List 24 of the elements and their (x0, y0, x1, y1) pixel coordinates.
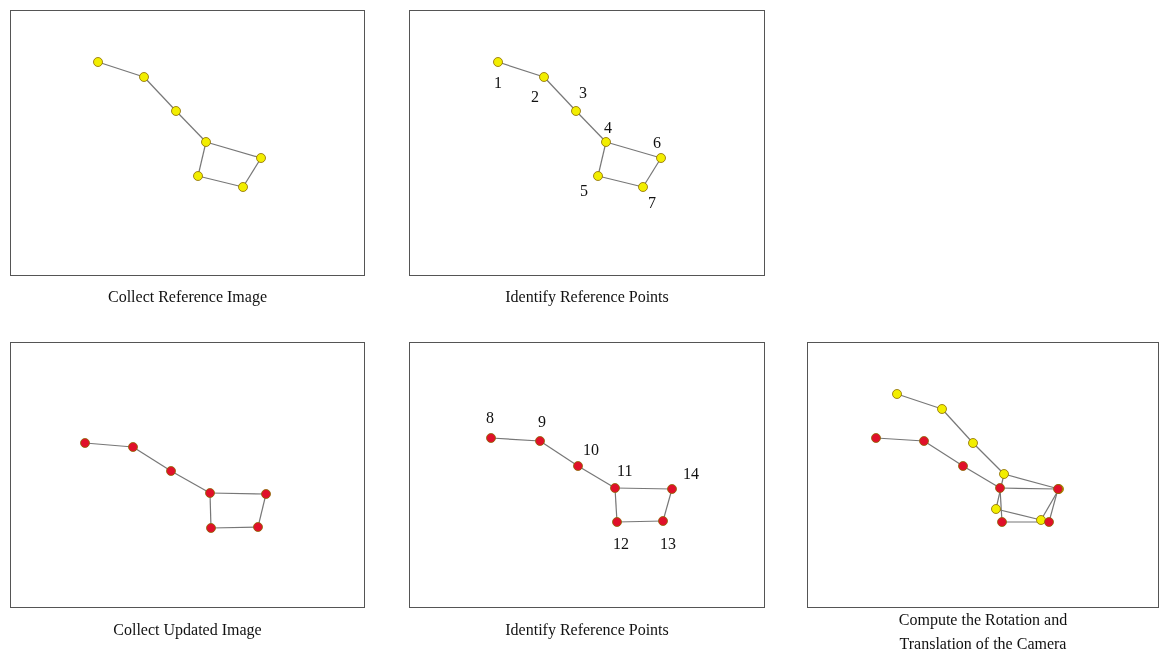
panel-caption: Identify Reference Points (504, 287, 670, 308)
point-number: 8 (486, 410, 494, 426)
image-panel (10, 342, 365, 608)
panel-caption: Collect Reference Image (107, 287, 268, 308)
panel-caption: Identify Reference Points (504, 620, 670, 641)
point-number: 13 (660, 536, 676, 552)
panel-caption: Collect Updated Image (112, 620, 263, 641)
image-panel (807, 342, 1159, 608)
image-panel (409, 10, 765, 276)
point-number: 11 (617, 463, 633, 479)
point-number: 4 (604, 120, 612, 136)
image-panel (409, 342, 765, 608)
point-number: 12 (613, 536, 629, 552)
point-number: 6 (653, 135, 661, 151)
panel-caption: Compute the Rotation and Translation of the Camera (897, 610, 1069, 654)
image-panel (10, 10, 365, 276)
point-number: 1 (494, 75, 502, 91)
point-number: 9 (538, 414, 546, 430)
point-number: 2 (531, 89, 539, 105)
point-number: 14 (683, 466, 699, 482)
point-number: 10 (583, 442, 599, 458)
point-number: 7 (648, 195, 656, 211)
point-number: 3 (579, 85, 587, 101)
point-number: 5 (580, 183, 588, 199)
